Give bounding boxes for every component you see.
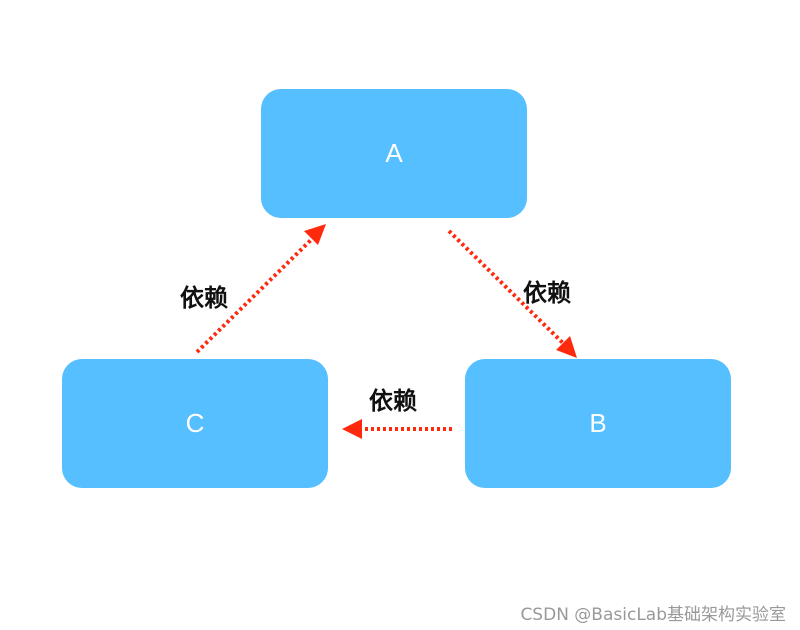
- edge-label-a-to-b: 依赖: [523, 279, 571, 307]
- arrowhead-b-to-c: [342, 419, 362, 439]
- node-c[interactable]: C: [62, 359, 328, 488]
- node-b[interactable]: B: [465, 359, 731, 488]
- node-c-label: C: [185, 408, 205, 438]
- edge-a-to-b: [447, 229, 570, 350]
- edge-label-b-to-c: 依赖: [369, 387, 417, 415]
- node-a[interactable]: A: [261, 89, 527, 218]
- arrowhead-c-to-a: [304, 224, 326, 245]
- node-b-label: B: [589, 408, 607, 438]
- edge-label-c-to-a: 依赖: [180, 284, 228, 312]
- arrowhead-a-to-b: [556, 336, 577, 358]
- edge-c-to-a: [195, 231, 320, 354]
- watermark-text: CSDN @BasicLab基础架构实验室: [520, 605, 786, 625]
- node-a-label: A: [385, 138, 403, 168]
